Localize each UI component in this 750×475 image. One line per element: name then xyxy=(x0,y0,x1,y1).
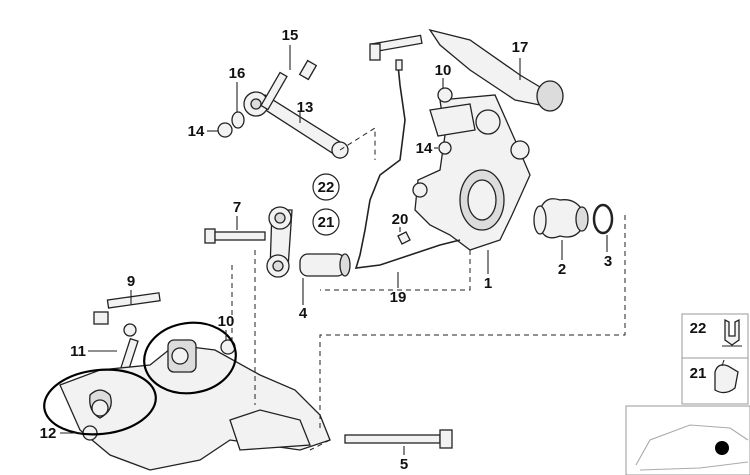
nut-10-upper xyxy=(437,87,453,103)
legend-label-21: 21 xyxy=(690,365,707,382)
callout-leaders xyxy=(60,45,608,455)
callout-14-middle: 14 xyxy=(416,140,433,157)
callout-10-lower: 10 xyxy=(218,313,235,330)
car-locator-thumbnail xyxy=(625,405,750,475)
callout-14-upper: 14 xyxy=(188,123,205,140)
drive-shaft-boot xyxy=(533,198,589,239)
callout-3: 3 xyxy=(604,253,612,270)
upper-arm xyxy=(369,28,564,112)
lower-control-arm xyxy=(59,339,331,471)
seal-ring xyxy=(592,203,614,235)
legend-circle-22 xyxy=(312,173,340,201)
clip-21-icon xyxy=(714,359,739,394)
highlight-circle-upper xyxy=(143,321,237,395)
highlight-circle-lower xyxy=(43,368,157,436)
callout-15: 15 xyxy=(282,27,299,44)
nut-14-upper xyxy=(217,122,233,138)
washer-16 xyxy=(231,111,245,129)
callout-5: 5 xyxy=(400,456,408,473)
callout-22: 22 xyxy=(318,179,335,196)
cable-clip xyxy=(397,231,411,245)
connection-lines xyxy=(231,127,626,451)
callout-17: 17 xyxy=(512,39,529,56)
callout-4: 4 xyxy=(299,305,308,322)
rubber-sleeve xyxy=(299,253,351,277)
callout-11: 11 xyxy=(70,343,86,360)
callout-7: 7 xyxy=(233,199,241,216)
sensor-head xyxy=(395,59,403,71)
sensor-cable xyxy=(354,64,461,269)
clip-22-icon xyxy=(722,318,742,347)
callout-21: 21 xyxy=(318,214,335,231)
callout-19: 19 xyxy=(390,289,407,306)
upper-strut xyxy=(243,91,349,159)
bolt-15 xyxy=(260,59,318,111)
legend-label-22: 22 xyxy=(690,320,707,337)
legend-circle-21 xyxy=(312,208,340,236)
callout-2: 2 xyxy=(558,261,566,278)
bolt-9 xyxy=(93,292,161,325)
callout-13: 13 xyxy=(297,99,314,116)
wheel-carrier xyxy=(412,94,531,251)
callout-16: 16 xyxy=(229,65,246,82)
callout-9: 9 xyxy=(127,273,135,290)
callout-20: 20 xyxy=(392,211,409,228)
callout-12: 12 xyxy=(40,425,57,442)
callout-1: 1 xyxy=(484,275,492,292)
coupling-link xyxy=(266,206,293,278)
legend-panel: 22 21 xyxy=(681,313,749,405)
callout-10-upper: 10 xyxy=(435,62,452,79)
location-marker-icon xyxy=(715,441,729,455)
bolt-7 xyxy=(204,228,266,244)
bolt-5 xyxy=(344,429,453,449)
nut-14-middle xyxy=(438,141,452,155)
